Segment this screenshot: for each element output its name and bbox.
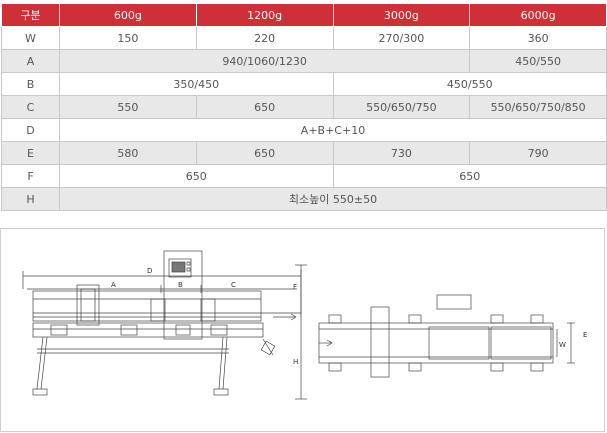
top-sensor-housing [370, 306, 390, 378]
leg [40, 336, 48, 390]
table-cell: 550 [59, 95, 197, 119]
row-label: C [1, 95, 60, 119]
top-bracket [490, 362, 504, 372]
top-bracket [530, 362, 544, 372]
table-row-a: A 940/1060/1230 450/550 [1, 49, 607, 73]
motor-box [120, 324, 138, 336]
table-cell: 550/650/750/850 [469, 95, 607, 119]
table-cell: 650 [195, 141, 334, 165]
table-cell: 940/1060/1230 [58, 49, 471, 73]
control-column [163, 250, 203, 340]
table-cell: 최소높이 550±50 [59, 187, 607, 211]
table-cell: 550/650/750 [332, 95, 471, 119]
top-bracket [490, 314, 504, 324]
table-row-e: E 580 650 730 790 [1, 141, 607, 165]
table-header-row: 구분 600g 1200g 3000g 6000g [1, 3, 607, 27]
table-cell: 350/450 [59, 72, 334, 96]
foot-pad [32, 388, 48, 396]
weigh-unit [200, 298, 216, 322]
header-cell: 600g [59, 3, 197, 27]
table-cell: 580 [59, 141, 197, 165]
top-bracket [408, 314, 422, 324]
control-button [186, 261, 191, 266]
technical-drawing: D A B C F H W [0, 228, 605, 432]
row-label: H [1, 187, 60, 211]
table-cell: 650 [59, 164, 334, 188]
dimension-label-a: A [111, 281, 116, 289]
header-cell: 구분 [1, 3, 60, 27]
top-weigh-section [428, 326, 490, 360]
table-row-w: W 150 220 270/300 360 [1, 26, 607, 50]
side-view [22, 250, 307, 400]
dimension-label-w: W [559, 341, 566, 349]
table-row-f: F 650 650 [1, 164, 607, 188]
leg [218, 336, 224, 390]
spec-table: 구분 600g 1200g 3000g 6000g W 150 220 270/… [1, 3, 607, 211]
dimension-label-f: F [293, 283, 297, 291]
motor-box [210, 324, 228, 336]
sensor-housing [76, 284, 100, 326]
foot-pad [213, 388, 229, 396]
leg [222, 336, 228, 390]
table-cell: 220 [195, 26, 334, 50]
top-infeed-arrowhead [326, 339, 333, 347]
row-label: W [1, 26, 60, 50]
top-bracket [530, 314, 544, 324]
table-cell: 450/550 [332, 72, 607, 96]
top-bracket [328, 314, 342, 324]
table-row-d: D A+B+C+10 [1, 118, 607, 142]
dimension-label-b: B [178, 281, 183, 289]
table-cell: 790 [469, 141, 607, 165]
table-row-c: C 550 650 550/650/750 550/650/750/850 [1, 95, 607, 119]
table-cell: 150 [59, 26, 197, 50]
sensor-housing-inner [80, 288, 96, 322]
table-cell: 650 [332, 164, 607, 188]
top-control-box [436, 294, 472, 310]
dimension-label-h: H [293, 358, 298, 366]
frame-outline [32, 290, 262, 322]
outfeed-arrowhead [290, 313, 297, 321]
table-cell: 730 [332, 141, 471, 165]
drawing-svg: D A B C F H W [22, 250, 587, 400]
motor-box [175, 324, 191, 336]
dimension-label-c: C [231, 281, 236, 289]
header-cell: 6000g [469, 3, 607, 27]
table-cell: A+B+C+10 [59, 118, 607, 142]
leg [36, 336, 44, 390]
display-screen [171, 261, 186, 273]
row-label: D [1, 118, 60, 142]
header-cell: 3000g [332, 3, 471, 27]
header-cell: 1200g [195, 3, 334, 27]
table-row-h: H 최소높이 550±50 [1, 187, 607, 211]
weigh-unit [150, 298, 166, 322]
motor-box [50, 324, 68, 336]
table-cell: 650 [195, 95, 334, 119]
reject-marker [260, 340, 276, 356]
top-outfeed-section [490, 326, 552, 360]
table-row-b: B 350/450 450/550 [1, 72, 607, 96]
top-bracket [408, 362, 422, 372]
top-bracket [328, 362, 342, 372]
row-label: B [1, 72, 60, 96]
control-button [186, 267, 191, 272]
table-cell: 270/300 [332, 26, 471, 50]
row-label: A [1, 49, 60, 73]
top-view [318, 294, 575, 378]
dimension-label-e: E [583, 331, 587, 339]
base-frame [32, 322, 264, 338]
table-cell: 360 [469, 26, 607, 50]
row-label: F [1, 164, 60, 188]
dimension-label-d: D [147, 267, 152, 275]
row-label: E [1, 141, 60, 165]
table-cell: 450/550 [469, 49, 607, 73]
display-panel [168, 258, 192, 278]
